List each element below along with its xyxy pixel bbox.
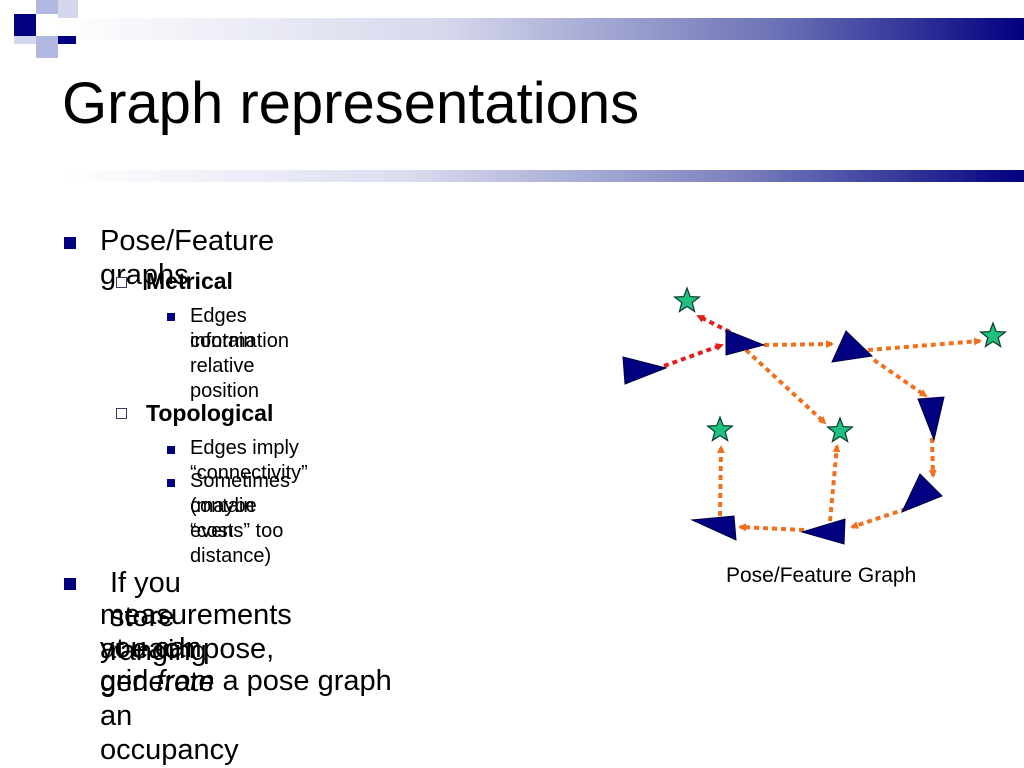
bullet-occupancy-line1: If you store ranging <box>110 567 207 667</box>
header-square-pale <box>14 36 36 44</box>
slide-title: Graph representations <box>62 71 640 136</box>
edge-pose6-feature3 <box>828 444 841 522</box>
triangle-pose-icon <box>901 473 943 513</box>
topological-point-costs-line2: (maybe even distance) <box>190 495 272 567</box>
edge-pose1-pose2 <box>663 343 724 368</box>
triangle-pose-icon <box>831 330 874 363</box>
sub-bullet-topological: Topological <box>146 400 274 426</box>
header-square-navy <box>14 14 36 36</box>
triangle-pose-icon <box>800 518 846 545</box>
title-underline-gradient <box>64 170 1024 182</box>
edge-pose7-feature2 <box>716 445 725 517</box>
sub-bullet-marker <box>116 277 127 288</box>
header-square-lavender <box>36 36 58 58</box>
triangle-pose-icon <box>622 356 668 385</box>
edge-pose2-feature3 <box>744 348 827 425</box>
bullet-occupancy-line2: measurements at each pose, <box>100 599 292 665</box>
triangle-pose-icon <box>690 515 737 541</box>
bullet-occupancy-line4: grid from a pose graph <box>100 664 392 698</box>
edge-pose2-pose3 <box>763 340 834 349</box>
star-feature-icon <box>825 416 855 443</box>
bullet-occupancy-line3: you can generate an occupancy <box>100 632 239 766</box>
bullet-pose-feature-graphs: Pose/Feature graphs <box>100 225 275 291</box>
text-a-pose-graph: a pose graph <box>214 665 392 697</box>
edge-pose3-pose4 <box>872 358 928 398</box>
header-square-lavender <box>36 0 58 14</box>
diagram-caption: Pose/Feature Graph <box>726 564 917 587</box>
text-grid: grid <box>100 665 157 697</box>
edge-pose3-feature4 <box>867 337 982 352</box>
metrical-point-line2: information <box>190 330 289 352</box>
header-gradient-band <box>58 18 1024 40</box>
edge-pose6-pose7 <box>738 523 805 532</box>
star-feature-icon <box>705 415 735 442</box>
topological-point-costs-line1: Sometimes contain “costs” too <box>190 470 291 542</box>
bullet-marker <box>64 578 76 590</box>
header-square-navy <box>58 36 76 44</box>
topological-point-connectivity: Edges imply “connectivity” <box>190 437 308 484</box>
metrical-point-line1: Edges contain relative position <box>190 305 259 402</box>
sub-bullet-marker <box>116 408 127 419</box>
sub-bullet-metrical: Metrical <box>146 268 233 294</box>
sub-sub-bullet-marker <box>167 313 175 321</box>
edge-pose4-pose5 <box>928 437 937 478</box>
triangle-pose-icon <box>917 396 945 442</box>
header-square-pale <box>58 0 78 18</box>
star-feature-icon <box>672 286 702 313</box>
sub-sub-bullet-marker <box>167 479 175 487</box>
star-feature-icon <box>978 321 1008 348</box>
triangle-pose-icon <box>725 329 766 356</box>
pose-feature-graph-diagram <box>622 286 1008 545</box>
sub-sub-bullet-marker <box>167 446 175 454</box>
edge-pose5-pose6 <box>850 507 907 529</box>
edge-pose2-feature1 <box>696 314 731 334</box>
text-from-italic: from <box>156 665 215 697</box>
bullet-marker <box>64 237 76 249</box>
